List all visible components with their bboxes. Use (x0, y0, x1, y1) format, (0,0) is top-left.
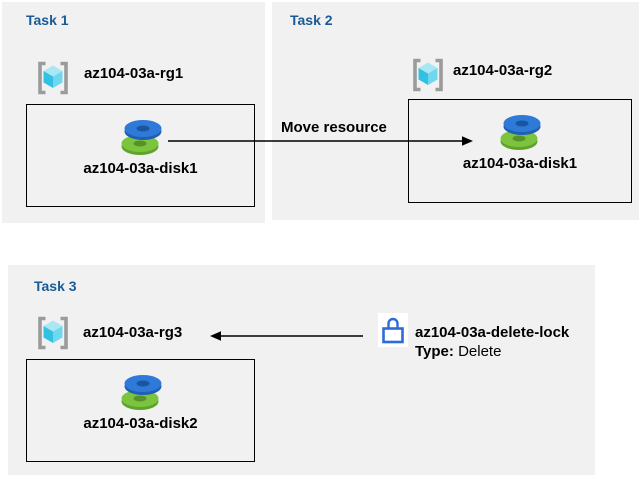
lock-type-label: Type: (415, 343, 454, 360)
disk-icon (121, 375, 161, 410)
task3-panel: Task 3 az104-03a-rg3 az104-03a-disk2 az1… (8, 265, 595, 475)
disk-label: az104-03a-disk1 (83, 160, 198, 177)
resource-group-label: az104-03a-rg3 (83, 324, 183, 341)
task2-panel: Task 2 az104-03a-rg2 az104-03a-disk1 (272, 2, 639, 220)
resource-group-icon (413, 58, 443, 92)
lock-icon (382, 317, 404, 344)
lock-name: az104-03a-delete-lock (415, 324, 570, 341)
disk-label: az104-03a-disk2 (83, 415, 198, 432)
task3-title: Task 3 (34, 278, 77, 294)
lock-icon-container (378, 313, 408, 347)
task2-resource-box: az104-03a-disk1 (408, 99, 632, 203)
task1-panel: Task 1 az104-03a-rg1 az104-03a-disk1 (2, 2, 265, 223)
lock-annotation: az104-03a-delete-lock Type: Delete (415, 323, 569, 361)
resource-group-label: az104-03a-rg1 (84, 65, 184, 82)
task3-resource-box: az104-03a-disk2 (26, 359, 255, 462)
resource-group-icon (38, 316, 68, 350)
task1-title: Task 1 (26, 12, 69, 28)
disk-icon (500, 115, 541, 150)
disk-icon (121, 120, 161, 155)
disk-label: az104-03a-disk1 (462, 155, 578, 172)
lock-type-line: Type: Delete (415, 342, 569, 361)
task1-resource-box: az104-03a-disk1 (26, 104, 255, 207)
move-resource-label: Move resource (281, 119, 387, 136)
resource-group-label: az104-03a-rg2 (453, 62, 553, 79)
task2-title: Task 2 (290, 12, 333, 28)
resource-group-icon (38, 61, 68, 95)
lock-type-value: Delete (458, 343, 502, 360)
